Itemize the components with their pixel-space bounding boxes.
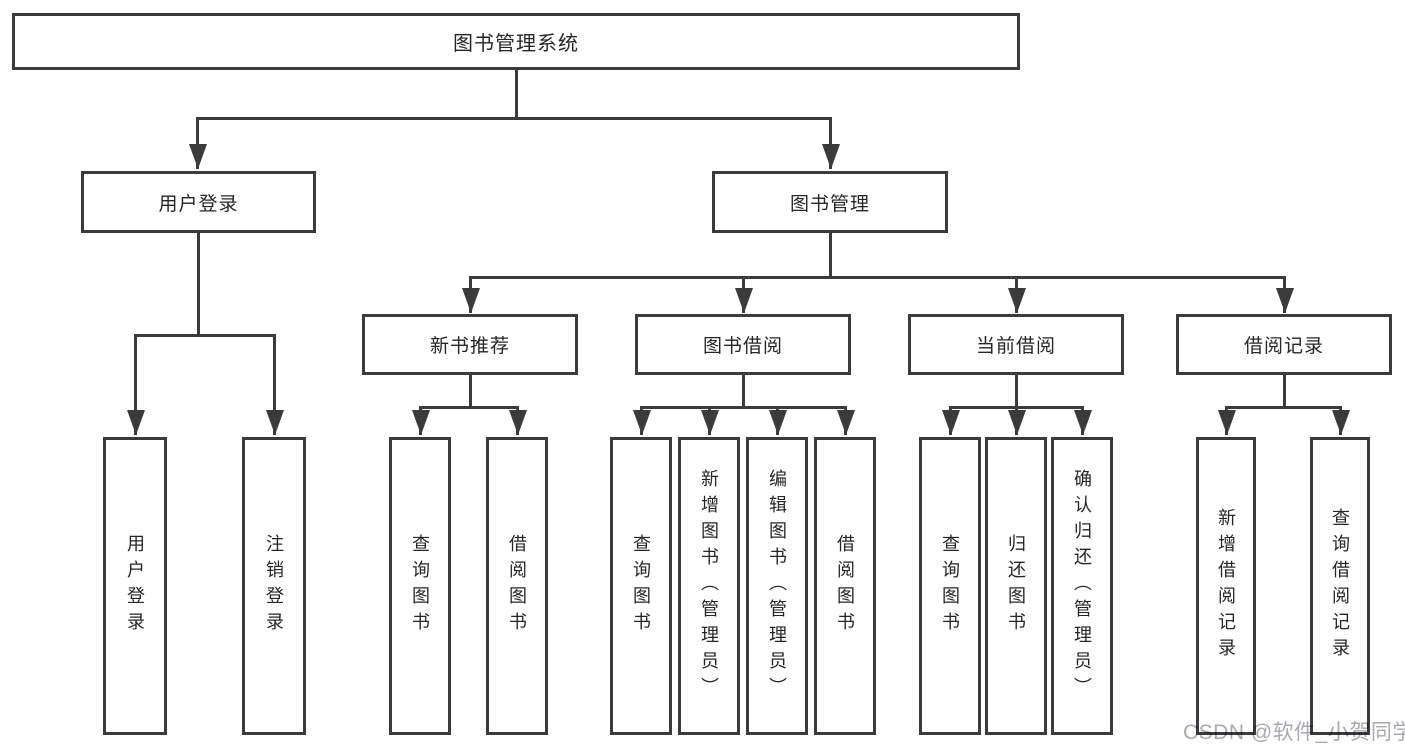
arrow-down-to-book-borrow (742, 276, 745, 313)
node-label: 用户登录 (158, 193, 239, 215)
node-label: 查询图书 (940, 534, 960, 638)
leaf-return-books: 归还图书 (985, 437, 1047, 735)
node-book-borrowing: 图书借阅 (635, 314, 851, 375)
node-label: 新书推荐 (429, 336, 510, 357)
node-label: 确认归还（管理员） (1072, 469, 1092, 703)
connector-new-book-hline (419, 406, 519, 409)
node-label: 查询图书 (410, 534, 430, 638)
arrow-down-leaf (1081, 406, 1084, 435)
node-label: 当前借阅 (975, 336, 1056, 357)
node-label: 借阅记录 (1243, 336, 1324, 357)
connector-user-login-hline (134, 334, 276, 337)
connector-root-hline (196, 117, 832, 120)
arrow-down-leaf (640, 406, 643, 435)
node-label: 新增图书（管理员） (699, 469, 719, 703)
arrow-down-to-borrow-records (1283, 276, 1286, 313)
arrow-down-to-current-borrow (1015, 276, 1018, 313)
node-label: 注销登录 (264, 534, 284, 638)
arrow-down-leaf (419, 406, 422, 435)
connector-root-stem (515, 70, 518, 118)
connector-book-mgmt-hline (469, 276, 1286, 279)
leaf-borrow-books: 借阅图书 (486, 437, 548, 735)
node-label: 编辑图书（管理员） (767, 469, 787, 703)
connector-borrow-records-hline (1225, 406, 1342, 409)
node-current-borrowing: 当前借阅 (908, 314, 1124, 375)
arrow-down-leaf (1339, 406, 1342, 435)
connector-current-borrow-stem (1015, 375, 1018, 408)
arrow-down-to-new-book (469, 276, 472, 313)
node-label: 用户登录 (125, 534, 145, 638)
node-label: 图书借阅 (702, 336, 783, 357)
leaf-logout: 注销登录 (242, 437, 306, 735)
node-label: 借阅图书 (507, 534, 527, 638)
arrow-down-leaf (708, 406, 711, 435)
connector-book-borrow-hline (640, 406, 847, 409)
leaf-borrow-books: 借阅图书 (814, 437, 876, 735)
arrow-down-to-user-login (196, 117, 199, 169)
leaf-user-login: 用户登录 (103, 437, 167, 735)
node-label: 归还图书 (1006, 534, 1026, 638)
node-label: 借阅图书 (835, 534, 855, 638)
arrow-down-leaf (1015, 406, 1018, 435)
leaf-query-books: 查询图书 (610, 437, 672, 735)
arrow-down-leaf (776, 406, 779, 435)
node-label: 查询借阅记录 (1330, 508, 1350, 664)
leaf-add-books-admin: 新增图书（管理员） (678, 437, 740, 735)
arrow-down-to-leaf-user-login (134, 334, 137, 435)
node-label: 图书管理 (789, 193, 870, 215)
node-label: 新增借阅记录 (1216, 508, 1236, 664)
connector-book-mgmt-stem (829, 233, 832, 278)
leaf-add-borrow-record: 新增借阅记录 (1196, 437, 1256, 735)
arrow-down-leaf (844, 406, 847, 435)
csdn-watermark: CSDN @软件_小贺同学 (1183, 721, 1405, 744)
arrow-down-to-leaf-logout (273, 334, 276, 435)
connector-new-book-stem (469, 375, 472, 408)
node-root-library-system: 图书管理系统 (12, 13, 1020, 70)
node-user-login: 用户登录 (81, 171, 316, 233)
node-book-management: 图书管理 (712, 171, 948, 233)
arrow-down-to-book-mgmt (829, 117, 832, 169)
leaf-query-borrow-record: 查询借阅记录 (1310, 437, 1370, 735)
leaf-confirm-return-admin: 确认归还（管理员） (1051, 437, 1113, 735)
connector-user-login-stem (197, 233, 200, 336)
leaf-edit-books-admin: 编辑图书（管理员） (746, 437, 808, 735)
connector-book-borrow-stem (742, 375, 745, 408)
leaf-query-books: 查询图书 (389, 437, 451, 735)
node-new-book-recommend: 新书推荐 (362, 314, 578, 375)
node-label: 查询图书 (631, 534, 651, 638)
node-borrowing-records: 借阅记录 (1176, 314, 1392, 375)
arrow-down-leaf (1225, 406, 1228, 435)
arrow-down-leaf (516, 406, 519, 435)
connector-borrow-records-stem (1283, 375, 1286, 408)
arrow-down-leaf (949, 406, 952, 435)
leaf-query-books: 查询图书 (919, 437, 981, 735)
node-label: 图书管理系统 (453, 33, 579, 55)
